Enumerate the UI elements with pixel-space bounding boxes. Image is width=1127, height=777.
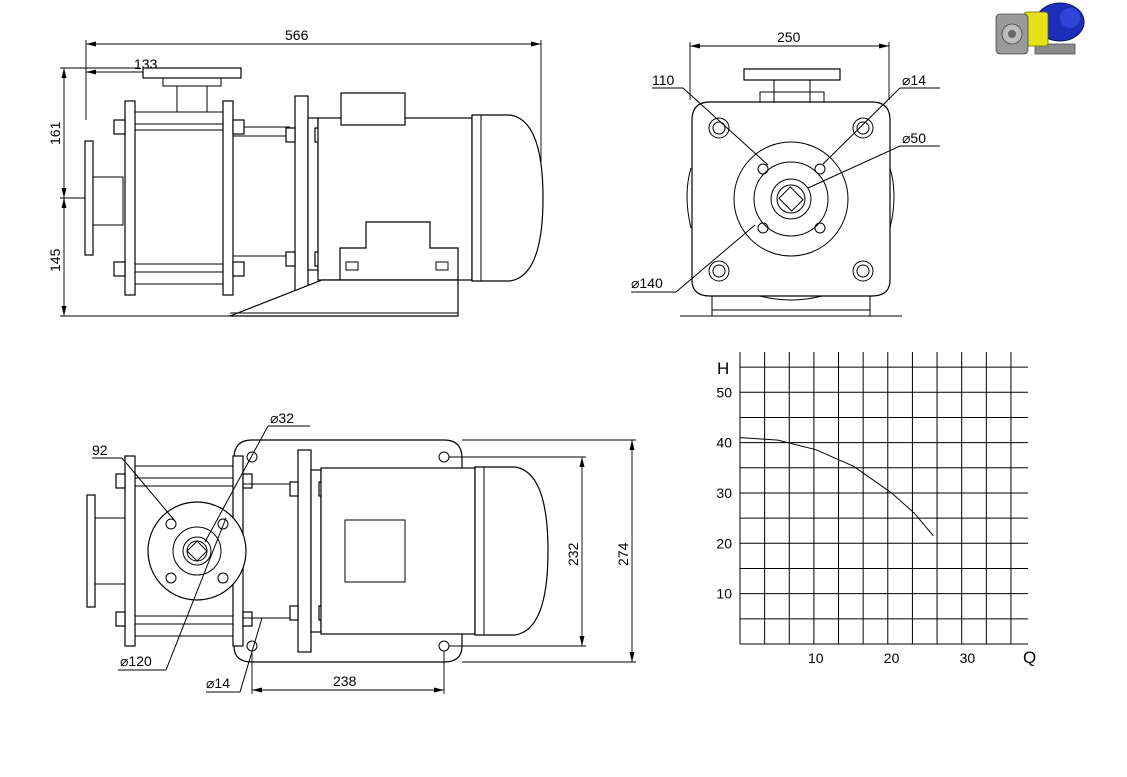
front-view: 250 110	[631, 29, 940, 317]
label-top-flange-dia: ⌀120	[120, 653, 152, 669]
chart-grid	[739, 352, 1028, 645]
terminal-box-top	[344, 519, 406, 583]
base-plate	[229, 279, 459, 317]
front-bolt-holes	[708, 117, 874, 282]
label-front-flange-dia: ⌀140	[631, 275, 663, 291]
label-top-bore-dia: ⌀32	[270, 410, 294, 426]
dim-front-width: 250	[777, 29, 801, 45]
label-front-bore-dia: ⌀50	[902, 130, 926, 146]
label-top-bolt-circle: 92	[92, 442, 108, 458]
top-view: 232 274 238 92 ⌀32 ⌀120 ⌀14	[86, 410, 636, 694]
label-front-bolt-circle: 110	[652, 72, 675, 88]
y-tick-label: 30	[716, 485, 732, 501]
motor-top	[320, 467, 476, 635]
terminal-box	[340, 92, 406, 126]
side-view: 566 133 161 145	[47, 27, 544, 317]
top-flange	[142, 67, 242, 79]
x-tick-label: 10	[808, 650, 824, 666]
chart-tick-labels: 10 20 30 40 50 10 20 30	[716, 384, 975, 666]
y-tick-label: 10	[716, 586, 732, 602]
dim-height-lower: 145	[47, 248, 63, 272]
top-flange-face	[147, 501, 247, 601]
label-top-base-hole-dia: ⌀14	[206, 675, 230, 691]
dim-hole-spacing-y: 232	[565, 542, 581, 566]
dim-hole-spacing-x: 238	[333, 673, 357, 689]
chart-xlabel: Q	[1023, 648, 1036, 667]
x-tick-label: 20	[884, 650, 900, 666]
pump-3d-thumbnail	[995, 2, 1085, 55]
y-tick-label: 40	[716, 435, 732, 451]
dim-height-upper: 161	[47, 121, 63, 145]
front-plate	[691, 101, 891, 297]
x-tick-label: 30	[960, 650, 976, 666]
chart-ylabel: H	[717, 359, 729, 378]
y-tick-label: 50	[716, 384, 732, 400]
label-front-hole-dia: ⌀14	[902, 72, 926, 88]
pump-curve-line	[739, 437, 934, 537]
dim-overall-length: 566	[285, 27, 309, 43]
dim-base-width: 274	[615, 542, 631, 566]
y-tick-label: 20	[716, 535, 732, 551]
suction-flange	[84, 140, 94, 256]
performance-chart: 10 20 30 40 50 10 20 30 H Q	[716, 352, 1036, 667]
front-flange	[733, 141, 849, 257]
motor-fan-cover	[471, 114, 544, 282]
